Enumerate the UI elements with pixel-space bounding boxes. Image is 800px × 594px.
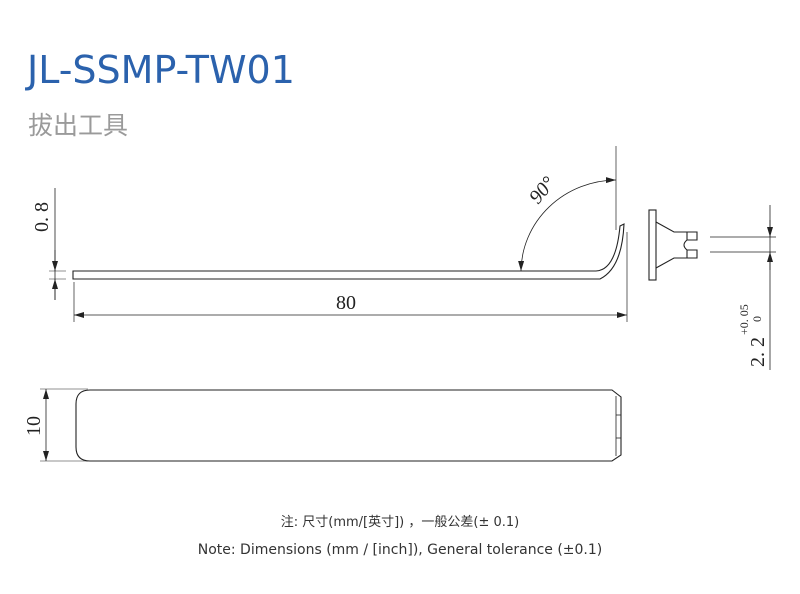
angle-dim-arc [518,177,617,272]
part-name-subtitle: 拔出工具 [28,111,129,140]
tool-top-view [75,389,622,462]
angle-dim-label: 90° [525,173,560,209]
note-chinese: 注: 尺寸(mm/[英寸]) ，一般公差(± 0.1) [280,515,520,530]
part-number-title: JL-SSMP-TW01 [27,48,295,92]
note-english: Note: Dimensions (mm / [inch]), General … [197,542,603,558]
slot-tol-lower: 0 [750,316,764,322]
length-dim-label: 80 [336,292,356,314]
thickness-dim-label: 0. 8 [31,202,53,232]
tool-front-view [72,223,625,280]
tool-side-view-tip [655,221,698,269]
slot-tol-upper: +0. 05 [737,304,751,335]
tool-side-view-flange [648,209,657,281]
slot-dim-label: 2. 2 [747,337,769,367]
width-dim-label: 10 [23,416,45,436]
